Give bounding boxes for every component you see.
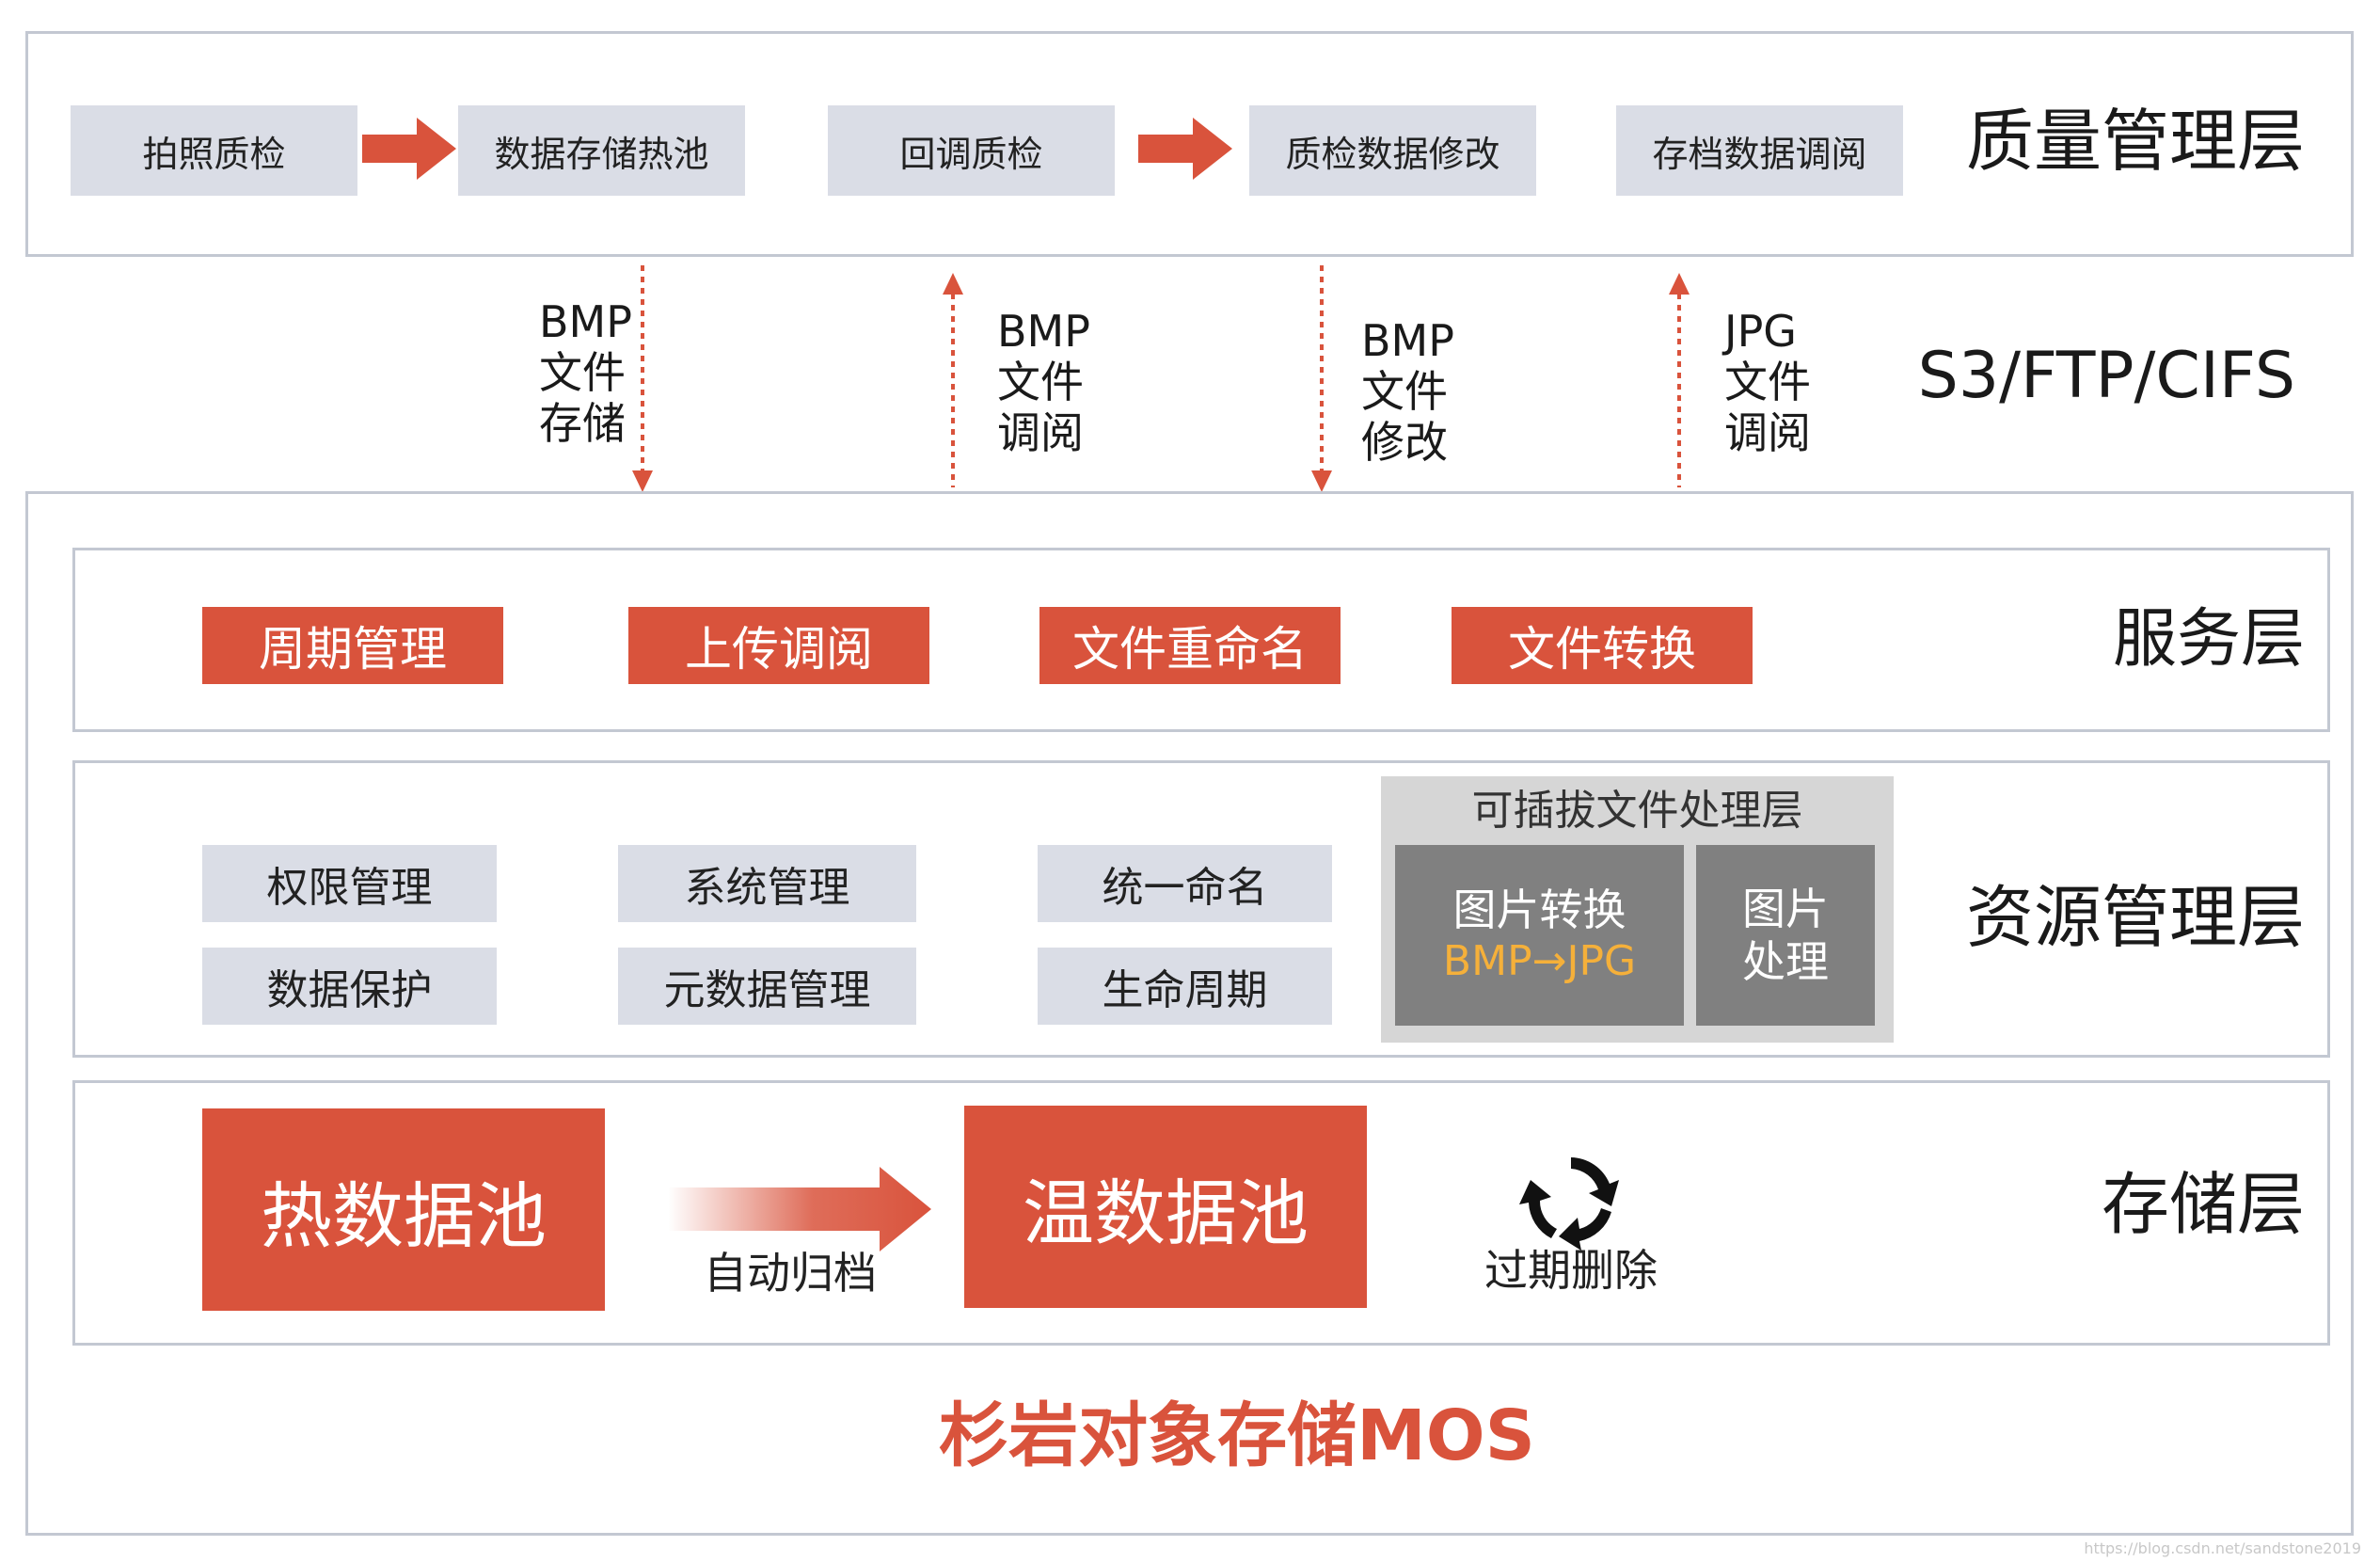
resource-naming: 统一命名 bbox=[1038, 845, 1332, 922]
plugin-layer-title: 可插拔文件处理层 bbox=[1471, 787, 1803, 835]
transfer-label-edit: BMP 文件 修改 bbox=[1361, 315, 1454, 468]
step-archive-view: 存档数据调阅 bbox=[1616, 105, 1903, 196]
service-upload-view: 上传调阅 bbox=[628, 607, 929, 684]
resource-data-protection: 数据保护 bbox=[202, 948, 497, 1025]
service-cycle-mgmt: 周期管理 bbox=[202, 607, 503, 684]
hot-data-pool: 热数据池 bbox=[202, 1108, 605, 1311]
product-name: 杉岩对象存储MOS bbox=[939, 1395, 1535, 1476]
plugin-process-label: 图片 处理 bbox=[1742, 884, 1829, 987]
plugin-convert-label: 图片转换 bbox=[1452, 885, 1626, 935]
storage-layer-frame bbox=[72, 1080, 2330, 1346]
quality-layer-frame bbox=[25, 31, 2354, 257]
step-qc-edit: 质检数据修改 bbox=[1249, 105, 1536, 196]
transfer-label-store: BMP 文件 存储 bbox=[539, 296, 632, 449]
flow-arrow-1 bbox=[362, 118, 456, 180]
warm-data-pool: 温数据池 bbox=[964, 1106, 1367, 1308]
resource-layer-title: 资源管理层 bbox=[1965, 878, 2305, 957]
mos-frame bbox=[25, 491, 2354, 1536]
resource-layer-frame bbox=[72, 760, 2330, 1058]
service-layer-title: 服务层 bbox=[2112, 602, 2305, 677]
service-layer-frame bbox=[72, 548, 2330, 732]
watermark: https://blog.csdn.net/sandstone2019 bbox=[2084, 1539, 2361, 1557]
plugin-image-convert: 图片转换 BMP→JPG bbox=[1395, 845, 1684, 1026]
resource-permission: 权限管理 bbox=[202, 845, 497, 922]
step-callback-qc: 回调质检 bbox=[828, 105, 1115, 196]
step-photo-qc: 拍照质检 bbox=[71, 105, 357, 196]
service-file-convert: 文件转换 bbox=[1452, 607, 1753, 684]
transfer-arrow-view-jpg bbox=[1669, 273, 1690, 487]
quality-layer-title: 质量管理层 bbox=[1965, 102, 2305, 181]
plugin-image-process: 图片 处理 bbox=[1696, 845, 1875, 1026]
flow-arrow-2 bbox=[1138, 118, 1232, 180]
resource-lifecycle: 生命周期 bbox=[1038, 948, 1332, 1025]
recycle-icon bbox=[1519, 1157, 1619, 1251]
plugin-convert-detail: BMP→JPG bbox=[1442, 937, 1637, 985]
step-hot-pool-store: 数据存储热池 bbox=[458, 105, 745, 196]
transfer-arrow-edit bbox=[1311, 265, 1332, 492]
service-file-rename: 文件重命名 bbox=[1039, 607, 1341, 684]
transfer-arrow-view-bmp bbox=[943, 273, 963, 487]
archive-label: 自动归档 bbox=[704, 1248, 877, 1299]
storage-layer-title: 存储层 bbox=[2101, 1165, 2305, 1244]
transfer-label-view-jpg: JPG 文件 调阅 bbox=[1724, 306, 1811, 458]
expire-delete-label: 过期删除 bbox=[1484, 1245, 1658, 1296]
transfer-arrow-store bbox=[632, 265, 653, 492]
archive-arrow bbox=[668, 1167, 931, 1251]
resource-metadata: 元数据管理 bbox=[618, 948, 916, 1025]
resource-system: 系统管理 bbox=[618, 845, 916, 922]
protocol-layer-title: S3/FTP/CIFS bbox=[1917, 339, 2295, 413]
transfer-label-view-bmp: BMP 文件 调阅 bbox=[997, 306, 1090, 458]
